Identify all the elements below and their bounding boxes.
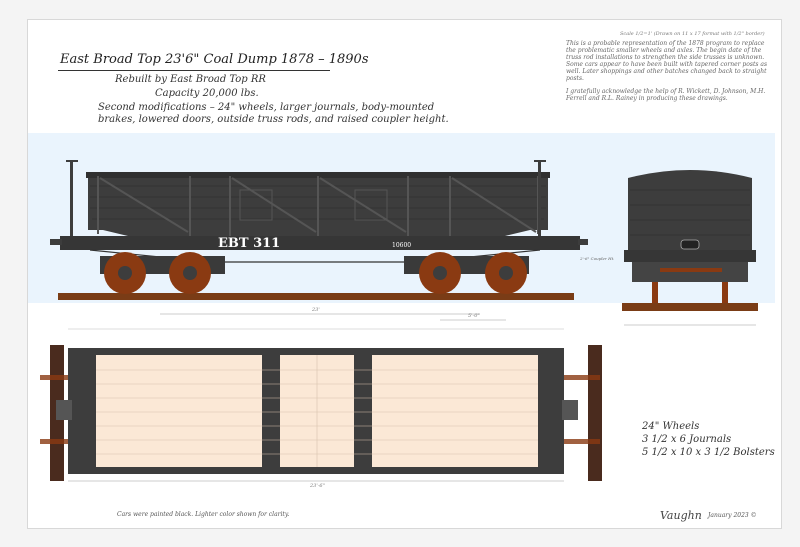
modifications-line-2: brakes, lowered doors, outside truss rod…: [98, 114, 449, 125]
history-note: This is a probable representation of the…: [566, 40, 768, 82]
end-body: [628, 170, 752, 250]
door-left: [239, 189, 273, 221]
rebuilt-line: Rebuilt by East Broad Top RR: [115, 74, 266, 85]
end-axle: [660, 268, 722, 272]
spec-journals: 3 1/2 x 6 Journals: [642, 434, 732, 445]
dim-truck-label: 5'-0": [468, 313, 480, 319]
capacity-line: Capacity 20,000 lbs.: [155, 88, 259, 99]
reporting-mark: EBT 311: [218, 236, 281, 251]
capacity-stencil: 10600: [392, 242, 412, 249]
plan-coupler-right: [562, 400, 578, 420]
end-wheel-left: [652, 282, 658, 303]
plan-boards: [96, 355, 538, 467]
drawing-title: East Broad Top 23'6" Coal Dump 1878 – 18…: [60, 52, 369, 67]
side-sill: [60, 236, 580, 250]
coupler-height-note: 2'-6" Coupler Ht.: [580, 256, 615, 261]
title-underline: [58, 70, 330, 71]
door-right: [354, 189, 388, 221]
scale-note: Scale 1/2=1' (Drawn on 11 x 17 format wi…: [620, 31, 765, 37]
plan-view: [40, 328, 602, 482]
end-coupler: [680, 239, 700, 250]
rail-side: [58, 293, 574, 300]
brake-wheel-right: [534, 160, 546, 162]
plan-floor-right: [372, 355, 538, 467]
dim-plan-label: 23'-6": [310, 483, 325, 489]
side-elevation: [50, 160, 588, 321]
end-wheel-right: [722, 282, 728, 303]
spec-wheels: 24" Wheels: [642, 421, 700, 432]
end-elevation: [622, 170, 758, 326]
spec-bolsters: 5 1/2 x 10 x 3 1/2 Bolsters: [642, 447, 775, 458]
tie-right: [588, 345, 602, 481]
plan-coupler-left: [56, 400, 72, 420]
acknowledgement-note: I gratefully acknowledge the help of R. …: [566, 88, 766, 102]
end-sill: [624, 250, 756, 262]
wheels-side: [104, 252, 527, 294]
coupler-left: [50, 239, 62, 245]
modifications-line-1: Second modifications – 24" wheels, large…: [98, 102, 435, 113]
brake-staff-right: [538, 160, 541, 245]
signature: Vaughn: [660, 509, 702, 522]
brake-wheel-left: [66, 160, 78, 162]
brake-staff-left: [70, 160, 73, 245]
coupler-right: [578, 239, 588, 245]
top-rail: [86, 172, 550, 178]
plan-floor-left: [96, 355, 262, 467]
dim-length-label: 23': [312, 307, 320, 313]
drawing-date: January 2023 ©: [708, 512, 757, 519]
color-caption: Cars were painted black. Lighter color s…: [117, 511, 290, 518]
rail-end: [622, 303, 758, 311]
